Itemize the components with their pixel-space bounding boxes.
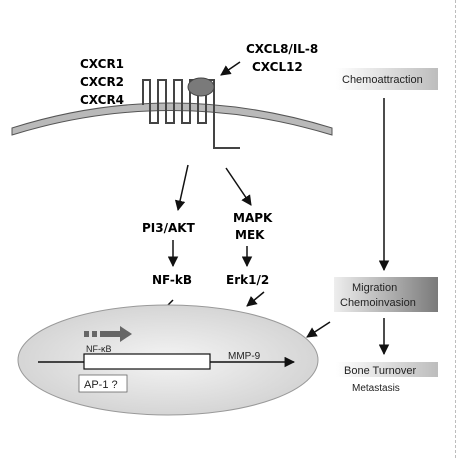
chemoattraction-label: Chemoattraction: [342, 74, 423, 86]
arrow-migration-to-nucleus: [306, 321, 331, 338]
nfkb-node-label: NF-kB: [152, 273, 192, 287]
migration-label: Migration: [352, 282, 397, 294]
bone-turnover-box: [336, 362, 438, 377]
arrow-to-mapk: [225, 167, 252, 206]
bone-turnover-label: Bone Turnover: [344, 365, 416, 377]
erk-label: Erk1/2: [226, 273, 269, 287]
transcription-arrow: [84, 326, 132, 342]
receptor-label-1: CXCR1: [80, 57, 124, 71]
ap1-label: AP-1 ?: [84, 379, 118, 391]
mapk-label: MAPK: [233, 211, 273, 225]
chemoinvasion-label: Chemoinvasion: [340, 297, 416, 309]
ligand-label-2: CXCL12: [252, 60, 303, 74]
metastasis-label: Metastasis: [352, 383, 400, 394]
receptor-label-2: CXCR2: [80, 75, 124, 89]
page-edge-rule: [455, 0, 456, 458]
mek-label: MEK: [235, 228, 265, 242]
mmp9-label: MMP-9: [228, 351, 261, 362]
arrow-to-pi3k: [174, 164, 189, 212]
migration-box: [334, 277, 438, 312]
ligand-oval: [187, 77, 215, 97]
cell-membrane: [11, 102, 333, 136]
arrow-erk-to-nucleus: [246, 291, 265, 307]
mmp9-promoter-box: [83, 353, 211, 370]
nfkb-site-label: NF-κB: [86, 344, 112, 354]
ap1-box: [78, 374, 128, 393]
pi3k-akt-label: PI3/AKT: [142, 221, 196, 235]
ligand-label-1: CXCL8/IL-8: [246, 42, 318, 56]
ligand-arrow: [220, 61, 241, 76]
chemoattraction-box: [336, 68, 438, 90]
receptor-label-3: CXCR4: [80, 93, 124, 107]
